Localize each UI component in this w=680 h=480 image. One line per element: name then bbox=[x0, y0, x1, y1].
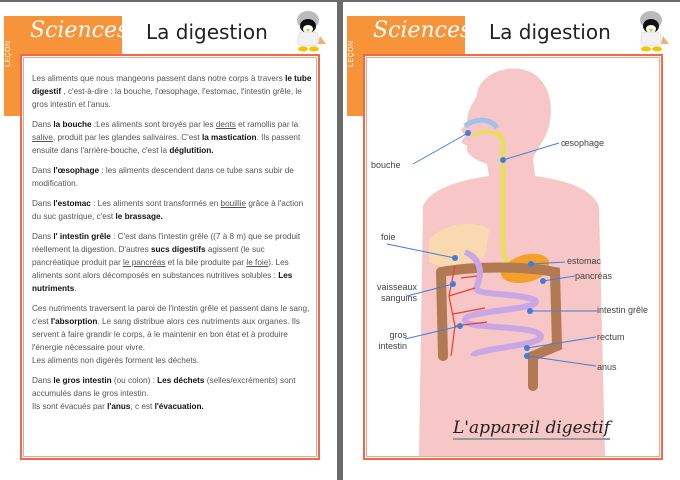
subject-tab bbox=[347, 16, 465, 56]
label-bouche: bouche bbox=[371, 160, 401, 170]
subject-label: Sciences bbox=[30, 18, 129, 43]
diagram-caption: L'appareil digestif bbox=[453, 418, 611, 440]
key-term: le brassage. bbox=[115, 212, 163, 221]
text-run: et ramollis par la bbox=[235, 120, 299, 129]
label-dots bbox=[450, 130, 546, 359]
text-run: Dans bbox=[32, 232, 54, 241]
underlined-term: le foie bbox=[246, 258, 269, 267]
underlined-term: salive bbox=[32, 133, 53, 142]
text-run: : les aliments descendent dans ce tube s… bbox=[32, 166, 294, 188]
text-run: ). Les aliments sont alors décomposés en… bbox=[32, 258, 289, 280]
large-intestine bbox=[436, 262, 563, 391]
text-run: :Les aliments sont broyés par les bbox=[91, 120, 216, 129]
label-anus: anus bbox=[597, 362, 617, 372]
penguin-scientist-icon bbox=[640, 11, 669, 52]
lesson-paragraph: Dans l'œsophage : les aliments descenden… bbox=[32, 164, 312, 190]
text-run: . bbox=[74, 284, 77, 293]
lesson-text-frame: Les aliments que nous mangeons passent d… bbox=[20, 54, 320, 460]
lesson-paragraph: Dans l'estomac : Les aliments sont trans… bbox=[32, 197, 312, 223]
blood-vessels bbox=[448, 265, 488, 357]
text-run: Dans bbox=[32, 120, 54, 129]
label-intestin-grele: intestin grêle bbox=[597, 305, 649, 315]
key-term: l' intestin grêle bbox=[53, 232, 111, 241]
key-term: la bouche bbox=[53, 120, 92, 129]
label-gros-intestin: gros intestin bbox=[373, 330, 407, 352]
text-run: Les aliments que nous mangeons passent d… bbox=[32, 74, 286, 83]
label-gros-line2: intestin bbox=[378, 341, 407, 351]
lecon-label: LEÇON bbox=[5, 40, 12, 68]
text-run: (selles/excréments) sont accumulés dans … bbox=[32, 376, 296, 398]
lesson-paragraph: Les aliments que nous mangeons passent d… bbox=[32, 72, 312, 111]
text-run: . Le sang distribue alors ces nutriments… bbox=[32, 317, 300, 352]
key-term: l'anus bbox=[107, 402, 131, 411]
key-term: l'évacuation. bbox=[154, 402, 204, 411]
subject-tab bbox=[4, 16, 122, 56]
subject-label: Sciences bbox=[373, 18, 472, 43]
underlined-term: bouillie bbox=[220, 199, 247, 208]
key-term: sucs digestifs bbox=[150, 245, 206, 254]
label-vaisseaux-line1: vaisseaux bbox=[377, 282, 418, 292]
text-run: Dans bbox=[32, 376, 54, 385]
label-pointers bbox=[386, 132, 597, 367]
label-vaisseaux-line2: sanguins bbox=[381, 293, 418, 303]
text-run: Ils sont évacués par bbox=[32, 402, 108, 411]
lesson-page-diagram: LEÇON Sciences La digestion bbox=[343, 2, 680, 480]
key-term: l'absorption bbox=[50, 317, 98, 326]
diagram-frame: bouche œsophage foie estomac pancréas va… bbox=[363, 54, 663, 460]
lecon-side-tab bbox=[347, 16, 363, 116]
text-run: Dans bbox=[32, 166, 54, 175]
lecon-label: LEÇON bbox=[348, 40, 355, 68]
text-run: : C'est dans l'intestin grêle ((7 à 8 m)… bbox=[32, 232, 301, 254]
text-run: agissent (le suc pancréatique produit pa… bbox=[32, 245, 265, 267]
text-run: Ces nutriments traversent la paroi de l'… bbox=[32, 304, 310, 326]
key-term: Les nutriments bbox=[32, 271, 293, 293]
label-pancreas: pancréas bbox=[575, 271, 613, 281]
lecon-side-tab bbox=[4, 16, 20, 116]
underlined-term: dents bbox=[215, 120, 236, 129]
label-estomac: estomac bbox=[567, 256, 602, 266]
digestive-system-diagram bbox=[386, 68, 605, 456]
text-run: , c est bbox=[130, 402, 155, 411]
key-term: l'œsophage bbox=[53, 166, 100, 175]
key-term: Les déchets bbox=[157, 376, 205, 385]
lesson-paragraph: Dans la bouche :Les aliments sont broyés… bbox=[32, 118, 312, 157]
label-vaisseaux: vaisseaux sanguins bbox=[377, 282, 417, 304]
key-term: déglutition. bbox=[169, 146, 214, 155]
label-gros-line1: gros bbox=[389, 330, 407, 340]
lesson-paragraph: Ces nutriments traversent la paroi de l'… bbox=[32, 302, 312, 367]
text-run: (ou colon) : bbox=[111, 376, 158, 385]
text-run: Les aliments non digérés forment les déc… bbox=[32, 356, 200, 365]
text-run: grâce à l'action du suc gastrique, c'est bbox=[32, 199, 304, 221]
penguin-scientist-icon bbox=[297, 11, 326, 52]
label-foie: foie bbox=[381, 232, 396, 242]
text-run: : Les aliments sont transformés en bbox=[90, 199, 221, 208]
label-oesophage: œsophage bbox=[561, 138, 605, 148]
label-rectum: rectum bbox=[597, 332, 625, 342]
page-title: La digestion bbox=[146, 20, 268, 44]
lesson-paragraph: Dans l' intestin grêle : C'est dans l'in… bbox=[32, 230, 312, 295]
text-run: . Ils passent ensuite dans l'arrière-bou… bbox=[32, 133, 301, 155]
key-term: le tube digestif bbox=[32, 74, 312, 96]
text-run: , c'est-à-dire : la bouche, l'œsophage, … bbox=[32, 87, 302, 109]
text-run: , produit par les glandes salivaires. C'… bbox=[52, 133, 202, 142]
page-title: La digestion bbox=[489, 20, 611, 44]
text-run: et la bile produite par bbox=[165, 258, 247, 267]
lesson-page-text: LEÇON Sciences La digestion Les aliments… bbox=[0, 2, 337, 480]
underlined-term: le pancréas bbox=[123, 258, 166, 267]
text-run: Dans bbox=[32, 199, 54, 208]
key-term: l'estomac bbox=[53, 199, 91, 208]
lesson-text: Les aliments que nous mangeons passent d… bbox=[32, 72, 312, 420]
key-term: la mastication bbox=[201, 133, 257, 142]
key-term: le gros intestin bbox=[53, 376, 112, 385]
small-intestine bbox=[461, 249, 545, 359]
lesson-paragraph: Dans le gros intestin (ou colon) : Les d… bbox=[32, 374, 312, 413]
